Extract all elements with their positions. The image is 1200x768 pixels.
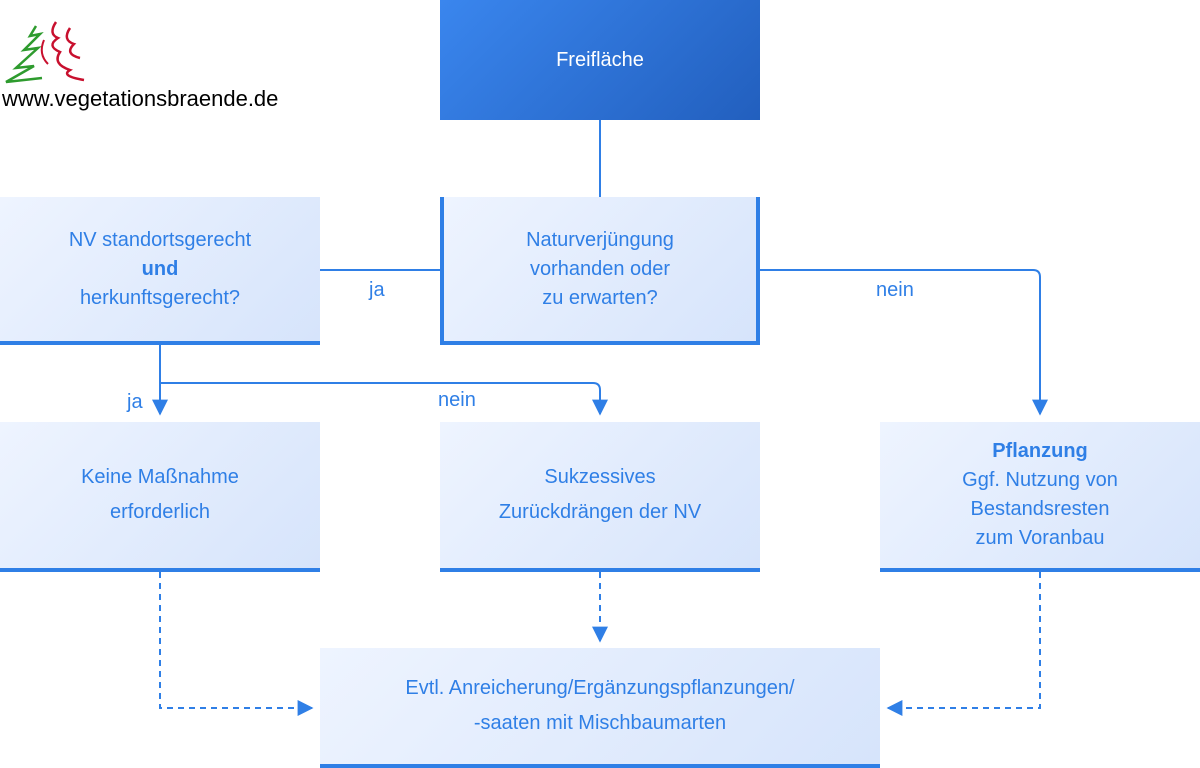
anreicherung-node: Evtl. Anreicherung/Ergänzungspflanzungen… [320,648,880,768]
connector-nv-to-pflanzung [760,269,1048,416]
sukzessiv-line-2: Zurückdrängen der NV [498,501,702,523]
nv-question-line-3: zu erwarten? [542,286,658,309]
pflanzung-line-4: zum Voranbau [975,527,1105,549]
anreicherung-line-1: Evtl. Anreicherung/Ergänzungspflanzungen… [405,677,795,699]
edge-label-standort-nein: nein [438,389,476,411]
standort-question-line-1: NV standortsgerecht [68,228,252,251]
freiflaeche-label: Freifläche [556,48,644,71]
anreicherung-line-2: -saaten mit Mischbaumarten [473,712,727,734]
connector-pflanzung-to-anreicherung [886,572,1041,716]
edge-label-standort-ja: ja [127,391,143,413]
pflanzung-node: Pflanzung Ggf. Nutzung von Bestandsreste… [880,422,1200,572]
keine-massnahme-node: Keine Maßnahme erforderlich [0,422,320,572]
website-url-text: www.vegetationsbraende.de [2,86,279,111]
standort-question-line-3: herkunftsgerecht? [79,286,241,309]
pflanzung-title: Pflanzung [992,440,1088,462]
pflanzung-line-3: Bestandsresten [970,498,1110,520]
edge-label-nv-nein: nein [876,279,914,301]
sukzessiv-line-1: Sukzessives [544,466,656,488]
connector-keine-to-anreicherung [159,572,314,716]
nv-question-line-2: vorhanden oder [529,257,671,280]
freiflaeche-node: Freifläche [440,0,760,120]
standort-question-line-2: und [141,257,179,280]
edge-label-nv-ja: ja [369,279,385,301]
keine-massnahme-line-1: Keine Maßnahme [81,466,239,488]
keine-massnahme-line-2: erforderlich [109,501,211,523]
pflanzung-line-2: Ggf. Nutzung von [962,469,1118,491]
tree-and-flame-logo-icon [5,21,85,84]
sukzessives-zurueckdraengen-node: Sukzessives Zurückdrängen der NV [440,422,760,572]
connector-standort-to-sukzessiv [160,382,608,416]
standortsgerecht-question-node: NV standortsgerecht und herkunftsgerecht… [0,197,320,345]
nv-question-line-1: Naturverjüngung [526,228,674,251]
naturverjuengung-question-node: Naturverjüngung vorhanden oder zu erwart… [440,197,760,345]
